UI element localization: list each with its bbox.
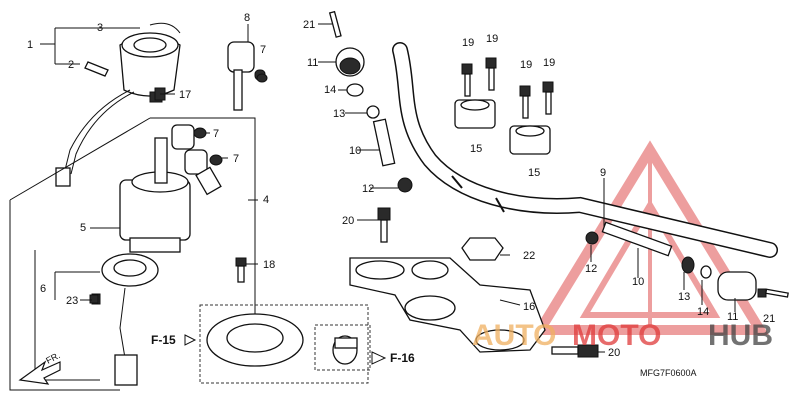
- callout-10a: 10: [349, 145, 361, 157]
- callout-4: 4: [263, 194, 269, 206]
- callout-7b: 7: [233, 153, 239, 165]
- callout-7c: 7: [260, 44, 266, 56]
- callout-13a: 13: [333, 108, 345, 120]
- ref-f16: F-16: [390, 351, 415, 365]
- callout-11b: 11: [727, 311, 738, 323]
- callout-19a: 19: [462, 37, 474, 49]
- callout-14b: 14: [697, 306, 709, 318]
- callout-15a: 15: [470, 143, 482, 155]
- callout-5: 5: [80, 222, 86, 234]
- callout-16: 16: [523, 301, 535, 313]
- callout-6: 6: [40, 283, 46, 295]
- watermark-auto: AUTO: [472, 319, 556, 352]
- bar-end-left: [335, 47, 413, 243]
- callout-12a: 12: [362, 183, 374, 195]
- callout-19d: 19: [543, 57, 555, 69]
- callout-22: 22: [523, 250, 535, 262]
- callout-15b: 15: [528, 167, 540, 179]
- callout-21b: 21: [763, 313, 775, 325]
- callout-17: 17: [179, 89, 191, 101]
- bar-end-right: [585, 221, 789, 301]
- ignition-switch: [55, 22, 181, 187]
- fuel-cap-box: [199, 304, 371, 384]
- top-bridge: [349, 237, 599, 358]
- callout-3: 3: [97, 22, 103, 34]
- handlebar: [392, 42, 778, 258]
- handlebar-holders: [454, 57, 554, 155]
- diagram-code: MFG7F0600A: [640, 368, 697, 378]
- watermark-hub: HUB: [708, 319, 773, 352]
- callout-labels: 1 2 3 4 5 6 7 7 7 8 9 10 10 11 11 12 12 …: [27, 12, 775, 359]
- callout-20b: 20: [608, 347, 620, 359]
- callout-10b: 10: [632, 276, 644, 288]
- leader-lines: [40, 23, 736, 353]
- callout-23: 23: [66, 295, 78, 307]
- callout-7a: 7: [213, 128, 219, 140]
- callout-11a: 11: [307, 57, 318, 69]
- callout-13b: 13: [678, 291, 690, 303]
- callout-19b: 19: [486, 33, 498, 45]
- callout-12b: 12: [585, 263, 597, 275]
- callout-14a: 14: [324, 84, 336, 96]
- callout-20a: 20: [342, 215, 354, 227]
- watermark-moto: MOTO: [572, 319, 661, 352]
- callout-19c: 19: [520, 59, 532, 71]
- ref-f15: F-15: [151, 333, 176, 347]
- callout-2: 2: [68, 59, 74, 71]
- callout-21a: 21: [303, 19, 315, 31]
- callout-18: 18: [263, 259, 275, 271]
- callout-8: 8: [244, 12, 250, 24]
- switch-6: [34, 250, 159, 386]
- callout-1: 1: [27, 39, 33, 51]
- callout-9: 9: [600, 167, 606, 179]
- lock-cylinder-5: [119, 124, 222, 253]
- front-arrow: [18, 360, 61, 385]
- watermark-text: AUTO MOTO HUB: [472, 319, 773, 352]
